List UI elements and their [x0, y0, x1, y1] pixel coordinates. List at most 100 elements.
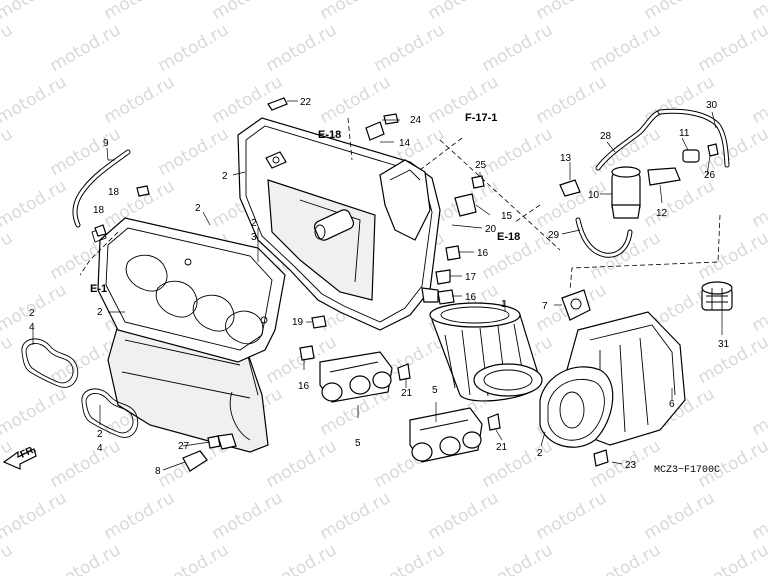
part-number-label: 2 [222, 171, 228, 182]
watermark-text: motod.ru [0, 0, 70, 24]
part-number-label: 30 [706, 100, 718, 111]
part-number-label: 5 [432, 385, 438, 396]
part-number-label: 8 [155, 466, 161, 477]
section-reference: E-1 [90, 283, 107, 295]
part-number-label: 7 [542, 301, 548, 312]
intake-duct-6 [539, 311, 686, 448]
part-number-label: 20 [485, 224, 497, 235]
air-cleaner-housing-middle [237, 117, 441, 331]
part-number-label: 21 [496, 442, 508, 453]
part-number-label: 18 [93, 205, 105, 216]
watermark-text: motod.ru [695, 228, 768, 284]
section-reference: F-17-1 [465, 112, 497, 124]
watermark-text: motod.ru [0, 176, 70, 232]
part-number-label: 18 [108, 187, 120, 198]
watermark-text: motod.ru [695, 20, 768, 76]
part-number-label: 15 [501, 211, 513, 222]
watermark-text: motod.ru [695, 540, 768, 576]
watermark-text: motod.ru [479, 20, 557, 76]
watermark-text: motod.ru [101, 72, 179, 128]
part-number-label: 16 [465, 292, 477, 303]
part-number-label: 22 [300, 97, 312, 108]
watermark-text: motod.ru [749, 488, 768, 544]
watermark-text: motod.ru [749, 280, 768, 336]
front-direction-arrow [2, 448, 37, 470]
watermark-text: motod.ru [47, 20, 125, 76]
watermark-text: motod.ru [0, 228, 16, 284]
valve-assembly-10 [559, 108, 730, 321]
part-number-label: 29 [548, 230, 560, 241]
part-number-label: 23 [625, 460, 637, 471]
watermark-text: motod.ru [749, 72, 768, 128]
watermark-text: motod.ru [0, 20, 16, 76]
part-number-label: 2 [195, 203, 201, 214]
watermark-text: motod.ru [371, 20, 449, 76]
watermark-text: motod.ru [371, 540, 449, 576]
part-number-label: 10 [588, 190, 600, 201]
part-number-label: 14 [399, 138, 411, 149]
cap-31 [701, 281, 733, 311]
part-labels: 9 18 18 2 2 2 3 2 2 4 2 4 8 27 22 24 14 … [19, 97, 730, 477]
part-number-label: 16 [477, 248, 489, 259]
part-number-label: 27 [178, 441, 190, 452]
part-number-label: 13 [560, 153, 572, 164]
watermark-text: motod.ru [47, 540, 125, 576]
part-number-label: 3 [251, 232, 257, 243]
watermark-text: motod.ru [263, 436, 341, 492]
part-number-label: 1 [501, 299, 507, 310]
watermark-text: motod.ru [0, 488, 70, 544]
section-reference: E-18 [318, 129, 341, 141]
gasket-left-pair [21, 338, 139, 438]
watermark-text: motod.ru [587, 20, 665, 76]
part-number-label: 28 [600, 131, 612, 142]
part-number-label: 9 [103, 138, 109, 149]
watermark-text: motod.ru [155, 20, 233, 76]
watermark-text: motod.ru [263, 20, 341, 76]
part-number-label: 12 [656, 208, 668, 219]
part-number-label: 31 [718, 339, 730, 350]
part-number-label: 26 [704, 170, 716, 181]
connecting-boot-upper-5 [319, 351, 393, 403]
part-number-label: 21 [401, 388, 413, 399]
watermark-text: motod.ru [0, 540, 16, 576]
part-number-label: 2 [97, 307, 103, 318]
watermark-text: motod.ru [47, 436, 125, 492]
part-number-label: 24 [410, 115, 422, 126]
front-marker-label: FR. [19, 444, 38, 461]
watermark-text: motod.ru [0, 384, 70, 440]
section-reference: E-18 [497, 231, 520, 243]
part-number-label: 19 [292, 317, 304, 328]
watermark-text: motod.ru [317, 488, 395, 544]
fasteners [94, 97, 719, 467]
watermark-text: motod.ru [155, 540, 233, 576]
reference-lines [79, 117, 721, 291]
watermark-text: motod.ru [749, 176, 768, 232]
watermark-text: motod.ru [749, 384, 768, 440]
watermark-text: motod.ru [749, 0, 768, 24]
drawing-code: MCZ3−F1700C [654, 465, 720, 476]
watermark-text: motod.ru [0, 124, 16, 180]
watermark-text: motod.ru [425, 488, 503, 544]
watermark-text: motod.ru [47, 124, 125, 180]
part-number-label: 16 [298, 381, 310, 392]
connecting-boot-lower-5 [409, 407, 483, 463]
watermark-text: motod.ru [0, 72, 70, 128]
part-number-label: 17 [465, 272, 477, 283]
watermark-text: motod.ru [479, 540, 557, 576]
part-number-label: 25 [475, 160, 487, 171]
watermark-text: motod.ru [479, 436, 557, 492]
watermark-text: motod.ru [695, 332, 768, 388]
part-number-label: 2 [29, 308, 35, 319]
part-number-label: 6 [669, 399, 675, 410]
watermark-text: motod.ru [587, 228, 665, 284]
watermark-text: motod.ru [209, 488, 287, 544]
part-number-label: 2 [251, 218, 257, 229]
part-number-label: 11 [679, 128, 690, 139]
watermark-text: motod.ru [101, 488, 179, 544]
watermark-text: motod.ru [263, 540, 341, 576]
watermark-text: motod.ru [533, 488, 611, 544]
air-filter-element-1 [429, 302, 543, 402]
part-number-label: 2 [537, 448, 543, 459]
